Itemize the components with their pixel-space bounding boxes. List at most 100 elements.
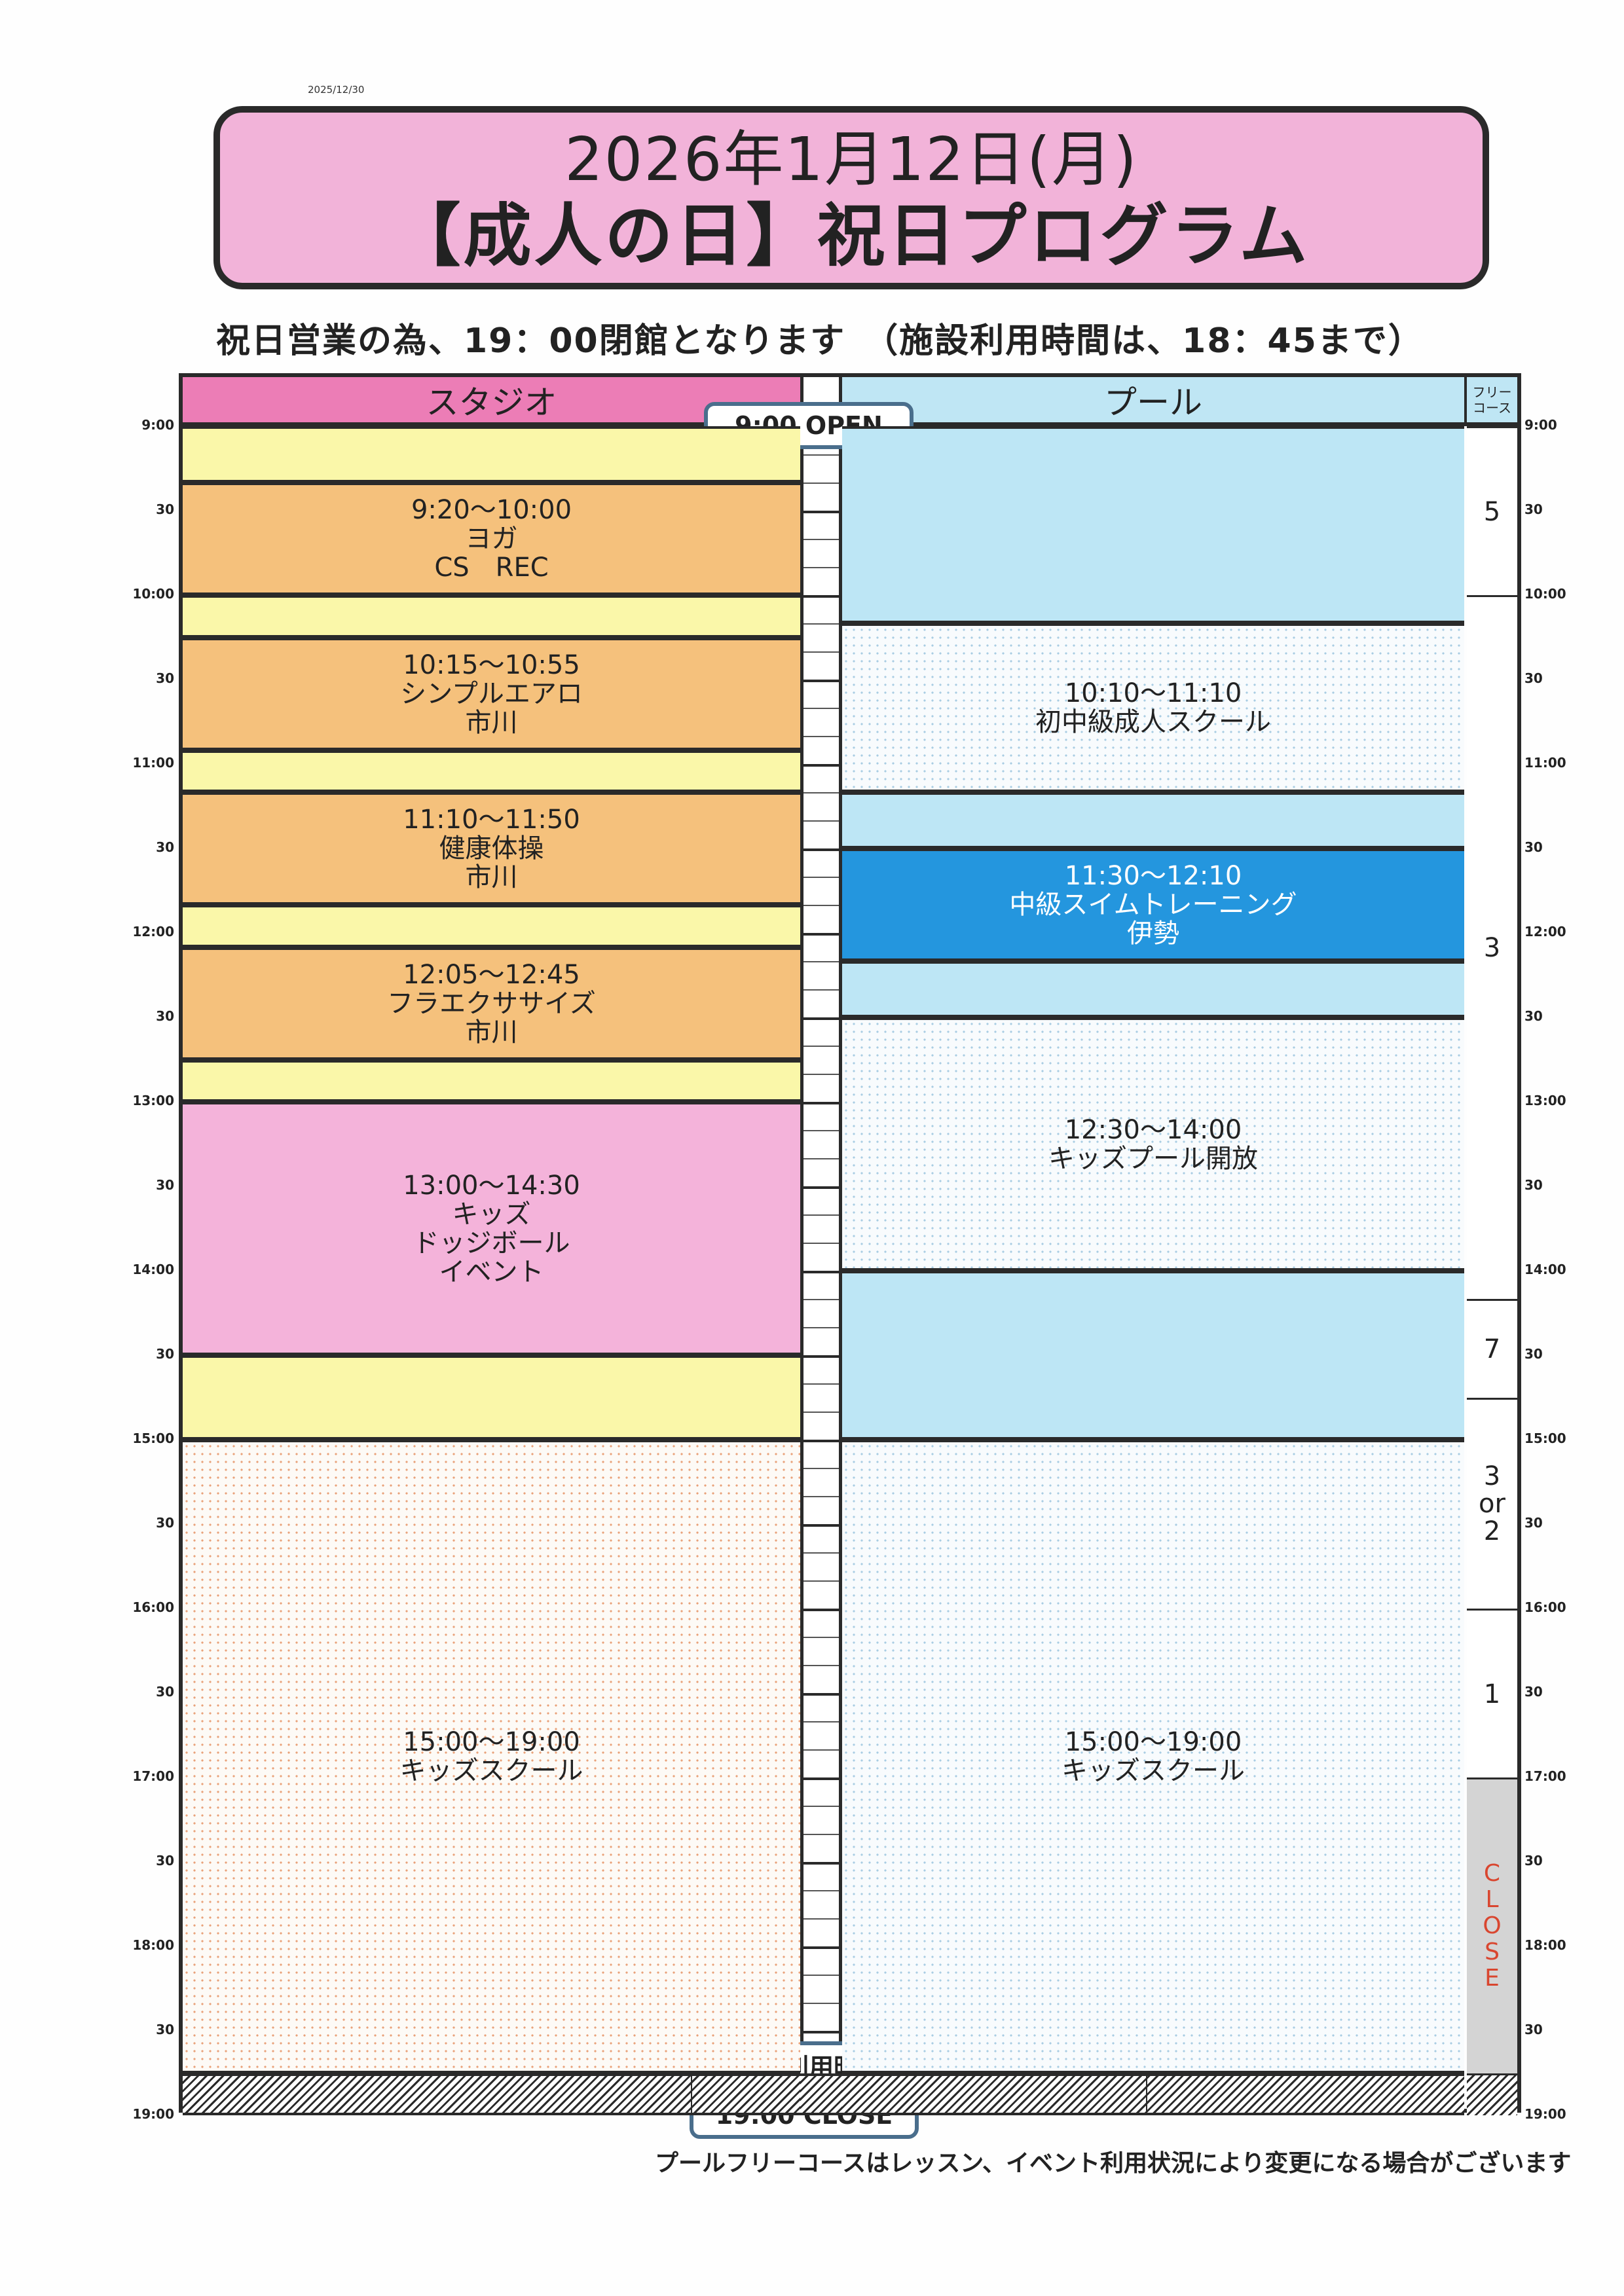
ruler-tick	[803, 1693, 839, 1696]
block-time: 15:00～19:00	[403, 1726, 580, 1757]
time-label-right: 15:00	[1524, 1430, 1566, 1446]
ruler-tick	[803, 1524, 839, 1527]
pool-block	[842, 2073, 1464, 2115]
time-label-right: 13:00	[1524, 1093, 1566, 1108]
block-text: 市川	[465, 862, 518, 892]
block-text: 初中級成人スクール	[1035, 707, 1271, 737]
pool-block	[842, 792, 1464, 848]
time-label-right: 16:00	[1524, 1599, 1566, 1615]
time-label-left: 30	[156, 1346, 174, 1362]
block-text: 市川	[465, 707, 518, 738]
block-text: 市川	[465, 1017, 518, 1048]
free-course-lanes: 3	[1467, 595, 1517, 1299]
block-text: キッズスクール	[1061, 1755, 1245, 1786]
ruler-tick	[803, 1749, 839, 1751]
ruler-tick	[803, 1721, 839, 1722]
ruler-tick	[803, 1299, 839, 1300]
time-ruler	[800, 426, 842, 2109]
block-time: 15:00～19:00	[1064, 1726, 1242, 1757]
ruler-tick	[803, 511, 839, 513]
ruler-tick	[803, 454, 839, 456]
ruler-tick	[803, 1580, 839, 1582]
ruler-tick	[803, 1637, 839, 1638]
time-label-right: 12:00	[1524, 924, 1566, 939]
time-label-left: 13:00	[132, 1093, 174, 1108]
ruler-tick	[803, 764, 839, 767]
ruler-tick	[803, 1806, 839, 1807]
free-course-closed: C L O S E	[1467, 1777, 1517, 2073]
time-label-left: 16:00	[132, 1599, 174, 1615]
ruler-tick	[803, 1975, 839, 1976]
block-time: 12:30～14:00	[1064, 1114, 1242, 1145]
ruler-tick	[803, 1130, 839, 1131]
ruler-tick	[803, 567, 839, 568]
block-text: ドッジボール	[413, 1228, 570, 1258]
ruler-tick	[803, 1158, 839, 1159]
time-label-right: 30	[1524, 1684, 1543, 1700]
time-label-left: 30	[156, 1177, 174, 1193]
free-course-lanes	[1467, 2073, 1517, 2115]
ruler-tick	[803, 933, 839, 936]
time-label-right: 30	[1524, 2022, 1543, 2037]
time-label-right: 10:00	[1524, 586, 1566, 602]
ruler-tick	[803, 1186, 839, 1189]
ruler-tick	[803, 2031, 839, 2033]
ruler-tick	[803, 736, 839, 737]
ruler-tick	[803, 877, 839, 878]
studio-block	[183, 2073, 800, 2115]
pool-block	[842, 961, 1464, 1017]
time-label-left: 11:00	[132, 755, 174, 771]
title-program: 【成人の日】祝日プログラム	[392, 196, 1310, 276]
time-label-right: 11:00	[1524, 755, 1566, 771]
ruler-tick	[803, 1918, 839, 1920]
block-text: イベント	[439, 1256, 544, 1287]
time-label-left: 9:00	[141, 417, 174, 433]
block-text: フラエクササイズ	[387, 988, 596, 1019]
studio-block	[183, 426, 800, 483]
time-label-left: 12:00	[132, 924, 174, 939]
free-course-footnote: プールフリーコースはレッスン、イベント利用状況により変更になる場合がございます	[655, 2150, 1572, 2177]
ruler-tick	[803, 623, 839, 625]
ruler-tick	[803, 1777, 839, 1780]
block-text: キッズスクール	[399, 1755, 583, 1786]
free-course-header-line1: フリー	[1472, 384, 1512, 400]
ruler-tick	[803, 483, 839, 484]
time-label-left: 14:00	[132, 1262, 174, 1277]
hatch-divider	[691, 2073, 692, 2115]
block-time: 10:10～11:10	[1064, 678, 1242, 708]
ruler-tick	[803, 1355, 839, 1358]
ruler-tick	[803, 1102, 839, 1104]
title-banner: 2026年1月12日(月) 【成人の日】祝日プログラム	[213, 106, 1489, 289]
studio-column-header: スタジオ	[183, 377, 800, 426]
ruler-tick	[803, 1383, 839, 1385]
ruler-tick	[803, 1074, 839, 1075]
print-date-stamp: 2025/12/30	[308, 84, 365, 96]
studio-block	[183, 1059, 800, 1102]
ruler-tick	[803, 1412, 839, 1413]
ruler-tick	[803, 1271, 839, 1273]
ruler-tick	[803, 680, 839, 682]
ruler-tick	[803, 1468, 839, 1469]
studio-block	[183, 595, 800, 638]
block-text: 伊勢	[1127, 919, 1179, 949]
time-label-left: 30	[156, 1515, 174, 1531]
block-time: 12:05～12:45	[403, 959, 580, 990]
studio-block	[183, 1355, 800, 1440]
ruler-tick	[803, 1862, 839, 1865]
ruler-tick	[803, 708, 839, 709]
block-text: キッズ	[452, 1199, 531, 1230]
block-time: 9:20～10:00	[411, 495, 572, 525]
time-label-left: 10:00	[132, 586, 174, 602]
time-label-right: 30	[1524, 1177, 1543, 1193]
ruler-tick	[803, 1046, 839, 1047]
ruler-tick	[803, 905, 839, 906]
time-label-right: 30	[1524, 1346, 1543, 1362]
ruler-tick	[803, 989, 839, 991]
block-text: 健康体操	[439, 833, 544, 864]
time-label-left: 18:00	[132, 1937, 174, 1953]
